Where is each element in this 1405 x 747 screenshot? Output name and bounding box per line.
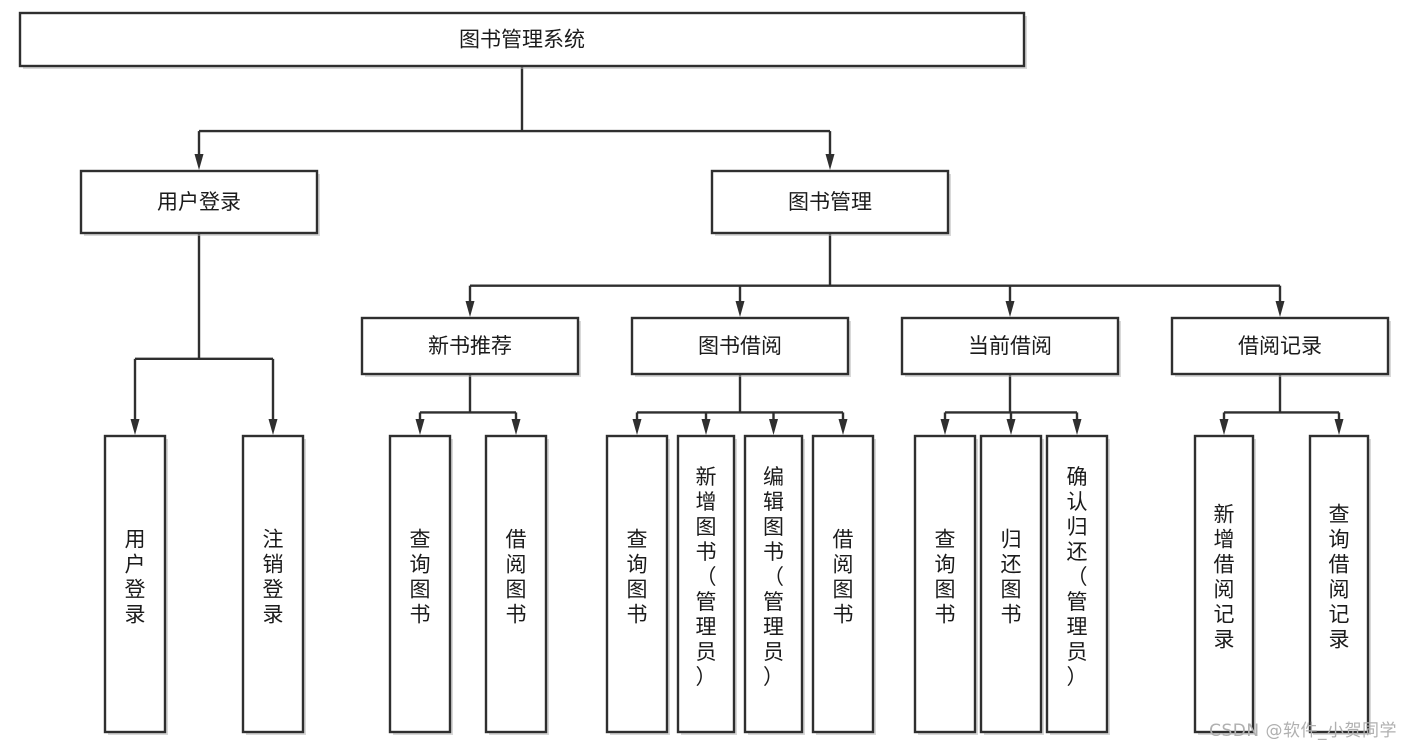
node-label: 用户登录 xyxy=(125,528,146,627)
node-box[interactable] xyxy=(811,434,875,734)
node-leaf-user-login[interactable]: 用户登录 xyxy=(103,434,168,735)
node-leaf-logout[interactable]: 注销登录 xyxy=(241,434,306,735)
nodes-layer: 图书管理系统用户登录图书管理新书推荐图书借阅当前借阅借阅记录用户登录注销登录查询… xyxy=(18,11,1391,735)
edge-group-root xyxy=(194,66,835,170)
node-leaf-query-book-2[interactable]: 查询图书 xyxy=(605,434,670,735)
node-label: 归还图书 xyxy=(1001,528,1022,627)
node-leaf-query-book-3[interactable]: 查询图书 xyxy=(913,434,978,735)
arrow-head xyxy=(268,419,278,435)
node-label: 确认归还（管理员） xyxy=(1067,465,1088,689)
node-box[interactable] xyxy=(388,434,452,734)
node-box[interactable] xyxy=(79,169,319,235)
node-box[interactable] xyxy=(900,316,1120,376)
arrow-head xyxy=(701,419,711,435)
node-label: 查询图书 xyxy=(410,528,431,627)
node-label: 编辑图书（管理员） xyxy=(763,465,784,689)
arrow-head xyxy=(769,419,778,435)
edge-group-current-borrow xyxy=(940,374,1082,435)
edge-group-book-manage xyxy=(465,233,1285,317)
node-label: 用户登录 xyxy=(157,190,241,214)
node-box[interactable] xyxy=(484,434,548,734)
arrow-head xyxy=(130,419,140,435)
node-leaf-return-book[interactable]: 归还图书 xyxy=(979,434,1044,735)
edge-group-borrow-record xyxy=(1219,374,1344,435)
edge-group-user-login xyxy=(130,233,278,435)
node-root[interactable]: 图书管理系统 xyxy=(18,11,1027,69)
node-leaf-confirm-return[interactable]: 确认归还（管理员） xyxy=(1045,434,1110,735)
node-leaf-add-record[interactable]: 新增借阅记录 xyxy=(1193,434,1256,735)
node-box[interactable] xyxy=(18,11,1026,68)
arrow-head xyxy=(415,419,425,435)
node-box[interactable] xyxy=(605,434,669,734)
node-book-manage[interactable]: 图书管理 xyxy=(710,169,951,236)
node-label: 借阅图书 xyxy=(506,528,527,627)
node-leaf-query-record[interactable]: 查询借阅记录 xyxy=(1308,434,1371,735)
node-new-book-recommend[interactable]: 新书推荐 xyxy=(360,316,581,377)
node-leaf-edit-book[interactable]: 编辑图书（管理员） xyxy=(743,434,805,735)
arrow-head xyxy=(940,419,950,435)
node-label: 图书管理 xyxy=(788,190,872,214)
node-box[interactable] xyxy=(1193,434,1255,734)
node-label: 查询图书 xyxy=(627,528,648,627)
node-leaf-borrow-book-1[interactable]: 借阅图书 xyxy=(484,434,549,735)
node-book-borrow[interactable]: 图书借阅 xyxy=(630,316,851,377)
node-label: 新增图书（管理员） xyxy=(696,465,717,689)
arrow-head xyxy=(1072,419,1082,435)
node-label: 注销登录 xyxy=(263,528,284,627)
node-box[interactable] xyxy=(241,434,305,734)
node-leaf-query-book-1[interactable]: 查询图书 xyxy=(388,434,453,735)
node-user-login[interactable]: 用户登录 xyxy=(79,169,320,236)
node-box[interactable] xyxy=(676,434,736,734)
node-box[interactable] xyxy=(360,316,580,376)
arrow-head xyxy=(511,419,521,435)
edge-group-book-borrow xyxy=(632,374,848,435)
node-leaf-borrow-book-2[interactable]: 借阅图书 xyxy=(811,434,876,735)
arrow-head xyxy=(194,154,204,170)
arrow-head xyxy=(1275,301,1285,317)
node-label: 当前借阅 xyxy=(968,334,1052,358)
node-label: 借阅记录 xyxy=(1238,334,1322,358)
node-label: 借阅图书 xyxy=(833,528,854,627)
node-current-borrow[interactable]: 当前借阅 xyxy=(900,316,1121,377)
node-box[interactable] xyxy=(630,316,850,376)
node-box[interactable] xyxy=(743,434,804,734)
arrow-head xyxy=(1005,301,1015,317)
node-label: 新增借阅记录 xyxy=(1214,503,1235,652)
node-label: 查询图书 xyxy=(935,528,956,627)
arrow-head xyxy=(735,301,745,317)
arrow-head xyxy=(825,154,835,170)
node-borrow-record[interactable]: 借阅记录 xyxy=(1170,316,1391,377)
arrow-head xyxy=(632,419,642,435)
watermark-text: CSDN @软件_小贺同学 xyxy=(1209,721,1397,741)
node-label: 图书管理系统 xyxy=(459,28,585,52)
node-box[interactable] xyxy=(103,434,167,734)
node-leaf-add-book[interactable]: 新增图书（管理员） xyxy=(676,434,737,735)
arrow-head xyxy=(465,301,475,317)
node-box[interactable] xyxy=(710,169,950,235)
node-box[interactable] xyxy=(1045,434,1109,734)
edges-layer xyxy=(130,66,1344,435)
arrow-head xyxy=(838,419,848,435)
node-label: 查询借阅记录 xyxy=(1329,503,1350,652)
edge-group-new-book-recommend xyxy=(415,374,521,435)
node-box[interactable] xyxy=(979,434,1043,734)
arrow-head xyxy=(1006,419,1016,435)
arrow-head xyxy=(1219,419,1229,435)
node-box[interactable] xyxy=(1170,316,1390,376)
node-label: 图书借阅 xyxy=(698,334,782,358)
arrow-head xyxy=(1334,419,1344,435)
node-box[interactable] xyxy=(1308,434,1370,734)
node-label: 新书推荐 xyxy=(428,334,512,358)
node-box[interactable] xyxy=(913,434,977,734)
